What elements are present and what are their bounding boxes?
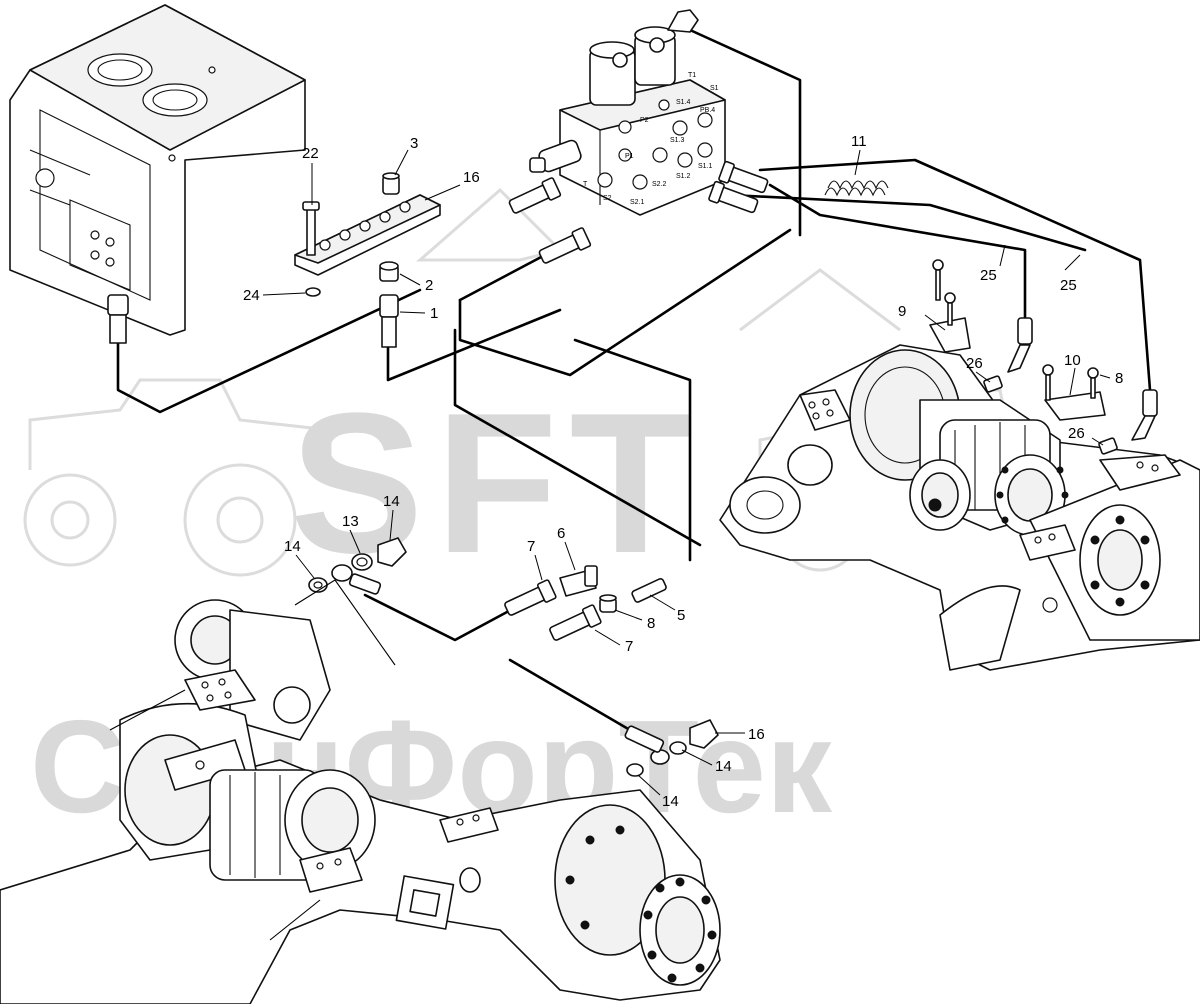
right-axle-assembly bbox=[719, 259, 1200, 671]
port-label-s1-3: S1.3 bbox=[670, 137, 685, 144]
port-label-s1-1: S1.1 bbox=[698, 163, 713, 170]
cab-hose-fitting bbox=[107, 294, 129, 344]
callout-3: 3 bbox=[410, 135, 418, 152]
callout-14-left-lower: 14 bbox=[284, 538, 301, 555]
callout-7-lower: 7 bbox=[625, 638, 633, 655]
callout-14-right-upper: 14 bbox=[715, 758, 732, 775]
callout-7-upper: 7 bbox=[527, 538, 535, 555]
hose-routes bbox=[116, 28, 1152, 732]
hose-return-loop bbox=[458, 228, 792, 377]
right-axle-hub-bolts bbox=[1090, 515, 1150, 607]
hose-rear-supply bbox=[508, 658, 632, 732]
callout-2: 2 bbox=[425, 277, 433, 294]
callout-9: 8 bbox=[1115, 370, 1123, 387]
hose-valve-top-right bbox=[688, 28, 802, 237]
cab-frame-panel bbox=[9, 4, 306, 336]
callout-25-right: 25 bbox=[1060, 277, 1077, 294]
port-label-s2-2: S2.2 bbox=[652, 181, 667, 188]
hose-front-axle-supply bbox=[363, 593, 522, 642]
port-label-p2: P2 bbox=[640, 117, 649, 124]
port-label-t1: T1 bbox=[688, 72, 696, 79]
callout-10: 9 bbox=[898, 303, 906, 320]
callout-8: 8 bbox=[647, 615, 655, 632]
hose-clip bbox=[824, 180, 889, 197]
lower-fittings bbox=[624, 719, 719, 777]
port-label-s1-4: S1.4 bbox=[676, 99, 691, 106]
front-axle-assembly bbox=[0, 599, 721, 1004]
callout-5: 5 bbox=[677, 607, 685, 624]
hose-front-axle-lower bbox=[453, 328, 702, 547]
front-axle-hub-bolts bbox=[565, 825, 717, 983]
callout-11: 10 bbox=[1064, 352, 1081, 369]
callout-22: 16 bbox=[463, 169, 480, 186]
port-label-s1: S1 bbox=[710, 85, 719, 92]
callout-13: 11 bbox=[851, 133, 867, 150]
port-label-t: T bbox=[583, 181, 588, 188]
callout-14-left-upper: 13 bbox=[342, 513, 359, 530]
callout-16-right: 16 bbox=[748, 726, 765, 743]
valve-block: T1 S1 S1.4 PB.4 P2 S1.3 P1 S1.2 S2.2 S1.… bbox=[529, 9, 726, 216]
callout-26-left: 26 bbox=[966, 355, 983, 372]
hose-cab-to-block bbox=[116, 288, 422, 414]
callouts: 22 3 16 24 2 1 11 25 25 9 10 8 26 26 14 … bbox=[243, 133, 1123, 810]
port-label-s2-1: S2.1 bbox=[630, 199, 645, 206]
port-label-s1-2: S1.2 bbox=[676, 173, 691, 180]
hose-25-right bbox=[758, 158, 1152, 392]
callout-24: 24 bbox=[243, 287, 260, 304]
hose-valve-T-return bbox=[458, 253, 547, 302]
left-fittings bbox=[294, 537, 407, 666]
hose-fitting1-to-valve bbox=[386, 308, 562, 382]
callout-1: 1 bbox=[430, 305, 438, 322]
hose-25-left bbox=[768, 183, 1027, 320]
distribution-block bbox=[294, 172, 441, 348]
hose-left-lower bbox=[573, 338, 692, 562]
callout-26-right: 26 bbox=[1068, 425, 1085, 442]
centre-fittings bbox=[504, 565, 667, 641]
valve-ports bbox=[597, 99, 713, 190]
callout-6: 6 bbox=[557, 525, 565, 542]
port-label-s2: S2 bbox=[603, 195, 612, 202]
callout-25-left: 25 bbox=[980, 267, 997, 284]
callout-14-right-lower: 14 bbox=[662, 793, 679, 810]
callout-leaders bbox=[262, 149, 1111, 796]
callout-16-left: 14 bbox=[383, 493, 400, 510]
callout-23: 22 bbox=[302, 145, 319, 162]
hose-25-cross bbox=[728, 193, 1087, 252]
port-label-pb4: PB.4 bbox=[700, 107, 715, 114]
port-label-p1: P1 bbox=[625, 153, 634, 160]
valve-hose-fittings bbox=[508, 160, 769, 264]
